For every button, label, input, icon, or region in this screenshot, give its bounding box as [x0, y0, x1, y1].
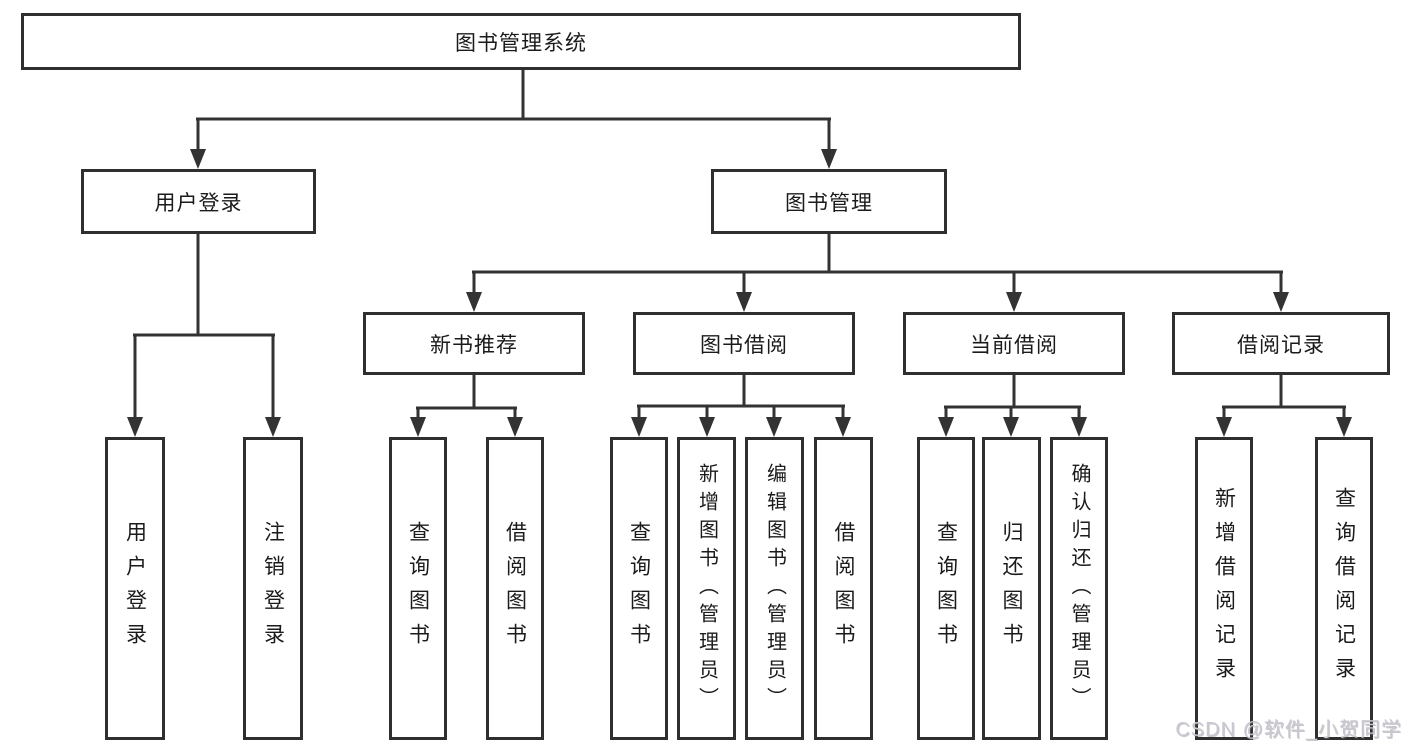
- leaf-borrow-books-label: 借阅图书: [832, 520, 856, 657]
- leaf-add-borrow-record-label: 新增借阅记录: [1212, 486, 1236, 691]
- leaf-query-books-recommend-label: 查询图书: [406, 520, 430, 657]
- leaf-edit-books-admin-label: 编辑图书（管理员）: [763, 462, 786, 715]
- leaf-query-borrow-record: 查询借阅记录: [1315, 437, 1373, 740]
- leaf-query-books-borrow: 查询图书: [610, 437, 668, 740]
- leaf-return-books: 归还图书: [982, 437, 1041, 740]
- node-user-login-label: 用户登录: [154, 191, 243, 215]
- leaf-add-borrow-record: 新增借阅记录: [1195, 437, 1253, 740]
- leaf-query-books-borrow-label: 查询图书: [627, 520, 651, 657]
- leaf-borrow-books-recommend: 借阅图书: [486, 437, 544, 740]
- leaf-borrow-books: 借阅图书: [814, 437, 873, 740]
- watermark: CSDN @软件_小贺同学: [1175, 719, 1402, 741]
- leaf-edit-books-admin: 编辑图书（管理员）: [745, 437, 804, 740]
- leaf-add-books-admin-label: 新增图书（管理员）: [695, 462, 718, 715]
- leaf-return-books-label: 归还图书: [1000, 520, 1024, 657]
- node-book-borrowing-label: 图书借阅: [700, 333, 788, 357]
- leaf-query-books-current-label: 查询图书: [934, 520, 958, 657]
- leaf-user-login: 用户登录: [105, 437, 165, 740]
- leaf-borrow-books-recommend-label: 借阅图书: [503, 520, 527, 657]
- node-book-management-label: 图书管理: [785, 191, 873, 215]
- node-book-borrowing: 图书借阅: [633, 312, 855, 375]
- node-user-login: 用户登录: [81, 169, 316, 234]
- node-current-borrowing: 当前借阅: [903, 312, 1125, 375]
- node-new-book-recommend: 新书推荐: [363, 312, 585, 375]
- node-borrowing-records: 借阅记录: [1172, 312, 1390, 375]
- leaf-logout: 注销登录: [243, 437, 303, 740]
- node-current-borrowing-label: 当前借阅: [970, 333, 1058, 357]
- leaf-logout-label: 注销登录: [261, 520, 285, 657]
- node-library-system-label: 图书管理系统: [455, 31, 587, 55]
- leaf-query-borrow-record-label: 查询借阅记录: [1332, 486, 1356, 691]
- leaf-user-login-label: 用户登录: [123, 520, 147, 657]
- node-borrowing-records-label: 借阅记录: [1237, 333, 1325, 357]
- leaf-add-books-admin: 新增图书（管理员）: [677, 437, 736, 740]
- leaf-query-books-current: 查询图书: [917, 437, 975, 740]
- node-book-management: 图书管理: [711, 169, 947, 234]
- node-new-book-recommend-label: 新书推荐: [430, 333, 518, 357]
- leaf-confirm-return-admin-label: 确认归还（管理员）: [1068, 462, 1090, 715]
- leaf-confirm-return-admin: 确认归还（管理员）: [1050, 437, 1108, 740]
- node-library-system: 图书管理系统: [21, 13, 1021, 70]
- leaf-query-books-recommend: 查询图书: [389, 437, 447, 740]
